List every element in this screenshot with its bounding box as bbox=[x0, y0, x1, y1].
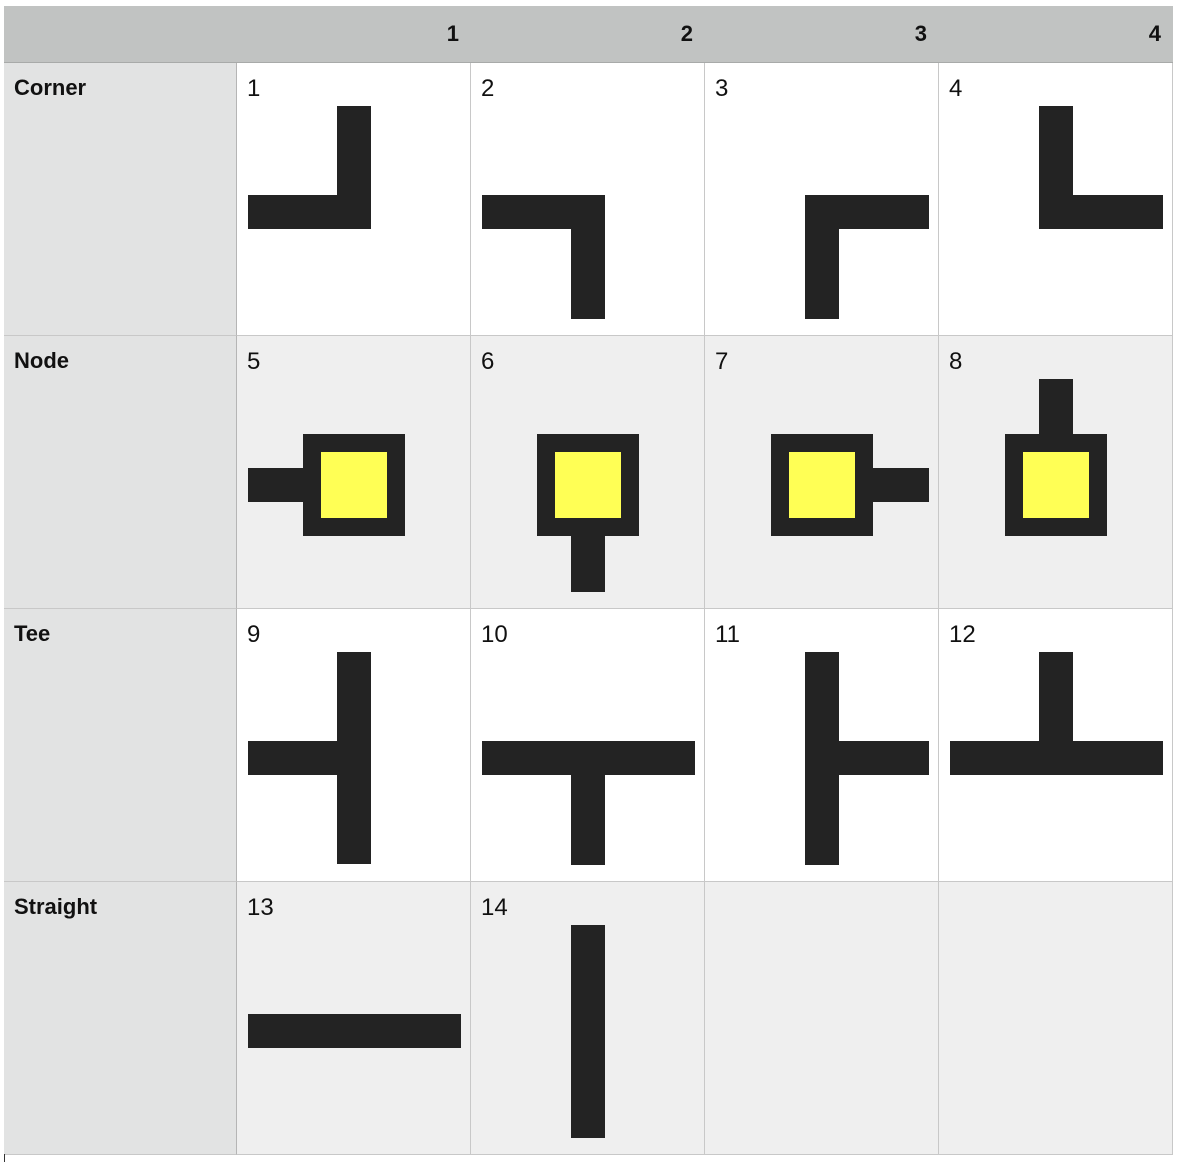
tile-number: 13 bbox=[247, 894, 274, 921]
empty-cell[interactable] bbox=[939, 882, 1173, 1155]
corner-left-up-icon bbox=[248, 106, 371, 229]
tile-cell[interactable]: 10 bbox=[471, 609, 705, 882]
column-header-row: 1 2 3 4 bbox=[4, 6, 1173, 63]
node-right-icon bbox=[771, 434, 929, 536]
tile-cell[interactable]: 7 bbox=[705, 336, 939, 609]
node-down-icon bbox=[537, 434, 639, 592]
tile-number: 5 bbox=[247, 348, 261, 375]
tile-number: 11 bbox=[715, 621, 740, 648]
tile-number: 12 bbox=[949, 621, 976, 648]
tee-right-icon bbox=[805, 652, 929, 865]
tile-number: 3 bbox=[715, 75, 729, 102]
row-header-corner: Corner bbox=[4, 63, 237, 336]
tile-cell[interactable]: 4 bbox=[939, 63, 1173, 336]
column-header-4: 4 bbox=[1148, 21, 1161, 46]
tile-number: 7 bbox=[715, 348, 729, 375]
row-straight: Straight 13 14 bbox=[4, 882, 1173, 1155]
corner-right-up-icon bbox=[1039, 106, 1163, 229]
row-header-straight: Straight bbox=[4, 882, 237, 1155]
tile-number: 1 bbox=[247, 75, 261, 102]
corner-right-down-icon bbox=[805, 195, 929, 319]
column-header-1: 1 bbox=[446, 21, 459, 46]
edge-tick-mark bbox=[4, 1154, 5, 1162]
tile-table: 1 2 3 4 Corner 1 2 3 bbox=[4, 6, 1173, 1155]
tee-left-icon bbox=[248, 652, 371, 864]
tee-down-icon bbox=[482, 741, 695, 865]
tile-number: 2 bbox=[481, 75, 495, 102]
tile-cell[interactable]: 6 bbox=[471, 336, 705, 609]
tile-number: 6 bbox=[481, 348, 495, 375]
corner-left-down-icon bbox=[482, 195, 605, 319]
tile-cell[interactable]: 14 bbox=[471, 882, 705, 1155]
tile-cell[interactable]: 1 bbox=[237, 63, 471, 336]
tile-cell[interactable]: 11 bbox=[705, 609, 939, 882]
tile-number: 8 bbox=[949, 348, 963, 375]
tile-number: 9 bbox=[247, 621, 261, 648]
column-header-3: 3 bbox=[914, 21, 927, 46]
column-header-2: 2 bbox=[680, 21, 693, 46]
row-header-tee: Tee bbox=[4, 609, 237, 882]
tile-cell[interactable]: 8 bbox=[939, 336, 1173, 609]
tile-cell[interactable]: 2 bbox=[471, 63, 705, 336]
straight-horizontal-icon bbox=[248, 1014, 461, 1048]
row-header-node: Node bbox=[4, 336, 237, 609]
tile-number: 10 bbox=[481, 621, 508, 648]
tile-cell[interactable]: 13 bbox=[237, 882, 471, 1155]
tile-number: 4 bbox=[949, 75, 963, 102]
empty-cell[interactable] bbox=[705, 882, 939, 1155]
row-corner: Corner 1 2 3 4 bbox=[4, 63, 1173, 336]
tee-up-icon bbox=[950, 652, 1163, 775]
node-up-icon bbox=[1005, 379, 1107, 536]
tile-cell[interactable]: 5 bbox=[237, 336, 471, 609]
tile-cell[interactable]: 9 bbox=[237, 609, 471, 882]
row-tee: Tee 9 10 11 12 bbox=[4, 609, 1173, 882]
tile-cell[interactable]: 3 bbox=[705, 63, 939, 336]
tile-cell[interactable]: 12 bbox=[939, 609, 1173, 882]
node-left-icon bbox=[248, 434, 405, 536]
tile-number: 14 bbox=[481, 894, 508, 921]
row-node: Node 5 6 7 8 bbox=[4, 336, 1173, 609]
straight-vertical-icon bbox=[571, 925, 605, 1138]
